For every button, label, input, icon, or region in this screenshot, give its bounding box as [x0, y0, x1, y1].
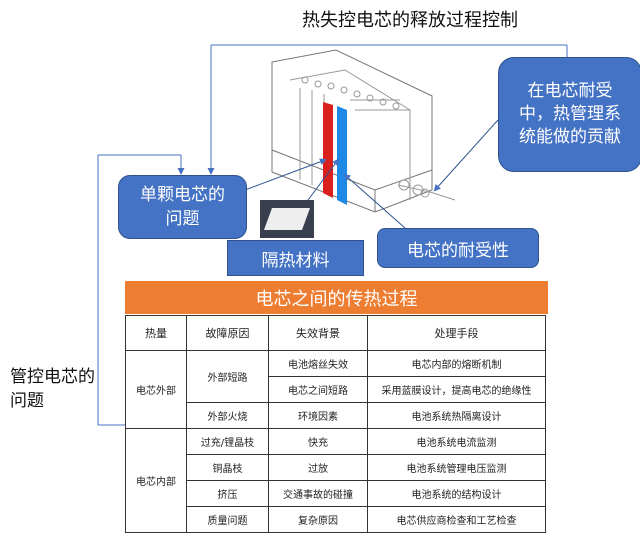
measure-cell: 电池系统电流监测	[367, 428, 546, 455]
cause-cell: 外部短路	[186, 350, 269, 403]
control-cell-problem-label: 管控电芯的问题	[10, 365, 100, 413]
thermal-management-box: 在电芯耐受中，热管理系统能做的贡献	[498, 57, 640, 172]
background-cell: 过放	[268, 454, 368, 481]
measure-cell: 电池系统热隔离设计	[367, 402, 546, 429]
hot-cell	[323, 102, 333, 198]
header-cell: 故障原因	[186, 315, 269, 351]
cell-tolerance-box: 电芯的耐受性	[377, 228, 539, 268]
cause-cell: 挤压	[186, 480, 269, 507]
single-cell-problem-label: 单颗电芯的问题	[140, 185, 225, 229]
table-header-row: 热量 故障原因 失效背景 处理手段	[125, 315, 546, 351]
table-row: 铜晶枝 过放 电池系统管理电压监测	[126, 454, 546, 481]
battery-pack-sketch	[271, 49, 456, 213]
table-row: 挤压 交通事故的碰撞 电池系统的结构设计	[126, 480, 546, 507]
cause-cell: 铜晶枝	[186, 454, 269, 481]
measure-cell: 电池系统的结构设计	[367, 480, 546, 507]
thermal-management-label: 在电芯耐受中，热管理系统能做的贡献	[519, 81, 621, 147]
table-row: 电芯内部 过充/锂晶枝 快充 电池系统电流监测	[125, 428, 546, 533]
background-cell: 环境因素	[268, 402, 368, 429]
measure-cell: 电芯供应商检查和工艺检查	[367, 506, 546, 533]
measure-cell: 电池系统管理电压监测	[367, 454, 546, 481]
background-cell: 复杂原因	[268, 506, 368, 533]
cause-cell: 过充/锂晶枝	[186, 428, 269, 455]
cause-cell: 质量问题	[186, 506, 269, 533]
fault-table: 热量 故障原因 失效背景 处理手段 电芯外部 外部短路 电池熔丝失效 电芯内部的…	[125, 315, 546, 533]
single-cell-problem-box: 单颗电芯的问题	[118, 175, 247, 239]
background-cell: 快充	[268, 428, 368, 455]
insulation-material-photo	[260, 200, 314, 238]
side-label-text: 管控电芯的问题	[10, 367, 95, 411]
table-row: 外部火烧 环境因素 电池系统热隔离设计	[126, 402, 546, 429]
table-row: 质量问题 复杂原因 电芯供应商检查和工艺检查	[126, 506, 546, 533]
measure-cell: 采用蓝膜设计，提高电芯的绝缘性	[367, 376, 546, 403]
table-row: 电芯外部 外部短路 电池熔丝失效 电芯内部的熔断机制	[125, 350, 546, 429]
background-cell: 电芯之间短路	[268, 376, 368, 403]
background-cell: 电池熔丝失效	[268, 350, 368, 377]
group-cell: 电芯外部	[125, 350, 187, 429]
cell-tolerance-label: 电芯的耐受性	[407, 240, 509, 261]
insulation-material-box: 隔热材料	[227, 240, 364, 276]
measure-cell: 电芯内部的熔断机制	[367, 350, 546, 377]
table-row: 电芯之间短路 采用蓝膜设计，提高电芯的绝缘性	[126, 376, 546, 403]
background-cell: 交通事故的碰撞	[268, 480, 368, 507]
header-cell: 失效背景	[268, 315, 368, 351]
header-cell: 处理手段	[367, 315, 546, 351]
heat-transfer-header: 电芯之间的传热过程	[125, 281, 548, 314]
header-cell: 热量	[125, 315, 187, 351]
diagram-title: 热失控电芯的释放过程控制	[302, 10, 518, 31]
group-cell: 电芯内部	[125, 428, 187, 533]
cold-cell	[337, 106, 347, 205]
insulation-material-label: 隔热材料	[261, 250, 330, 271]
cause-cell: 外部火烧	[186, 402, 269, 429]
